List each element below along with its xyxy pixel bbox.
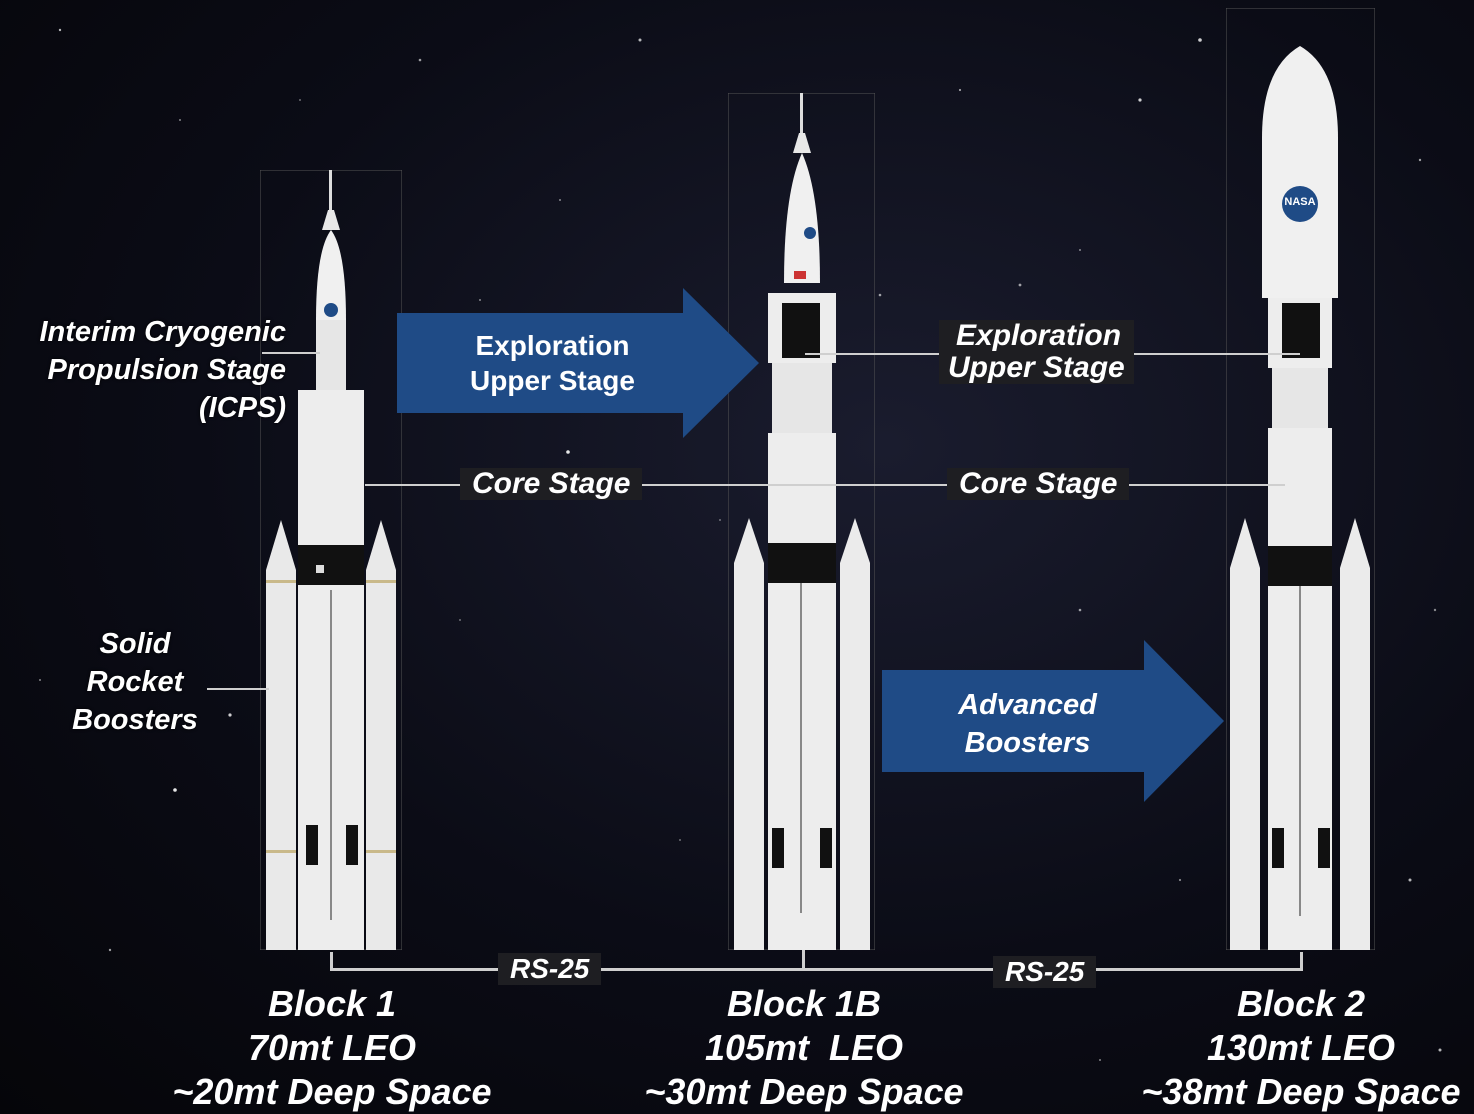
nasa-logo-text: NASA	[1284, 196, 1316, 208]
adv-arrow-line-1: Advanced	[958, 689, 1097, 721]
eus-arrow-line-1: Exploration	[475, 330, 630, 361]
block-1b-leo: 105mt LEO	[704, 1027, 904, 1068]
srb-leader-line	[207, 688, 269, 690]
adv-arrow-line-2: Boosters	[964, 727, 1091, 759]
rs25-label-left: RS-25	[498, 953, 602, 985]
rs25-bracket-horizontal	[332, 968, 1302, 971]
rs25-bracket-right	[1300, 952, 1303, 971]
icps-label: Interim Cryogenic Propulsion Stage (ICPS…	[10, 313, 286, 427]
core-stage-label-left: Core Stage	[460, 468, 643, 500]
block-1b-rocket	[728, 93, 875, 950]
srb-label-line-3: Boosters	[72, 704, 198, 736]
srb-label-line-1: Solid	[99, 628, 171, 660]
block-1-deep-space: ~20mt Deep Space	[172, 1071, 492, 1112]
block-1b-name: Block 1B	[726, 983, 882, 1024]
rs25-label-right: RS-25	[993, 956, 1097, 988]
block-1-rocket	[260, 170, 402, 950]
block-1-name: Block 1	[267, 983, 397, 1024]
eus-arrow-line-2: Upper Stage	[470, 365, 635, 396]
advanced-boosters-text: Advanced Boosters	[900, 686, 1155, 762]
exploration-upper-stage-arrow	[397, 288, 759, 438]
icps-label-line-3: (ICPS)	[199, 392, 286, 424]
icps-label-line-2: Propulsion Stage	[47, 354, 286, 386]
nasa-meatball-logo	[324, 303, 338, 317]
block-1-leo: 70mt LEO	[247, 1027, 417, 1068]
eus-arrow-text: Exploration Upper Stage	[420, 328, 685, 398]
advanced-boosters-arrow	[882, 640, 1224, 802]
block-1b-caption: Block 1B 105mt LEO ~30mt Deep Space	[624, 982, 984, 1114]
block-2-deep-space: ~38mt Deep Space	[1141, 1071, 1461, 1112]
block-2-leo: 130mt LEO	[1206, 1027, 1396, 1068]
core-stage-line	[365, 484, 1285, 486]
core-stage-label-right: Core Stage	[947, 468, 1130, 500]
block-2-name: Block 2	[1236, 983, 1366, 1024]
srb-label-line-2: Rocket	[86, 666, 184, 698]
rs25-bracket-left	[330, 952, 333, 971]
icps-label-line-1: Interim Cryogenic	[39, 316, 286, 348]
block-2-caption: Block 2 130mt LEO ~38mt Deep Space	[1128, 982, 1474, 1114]
block-2-rocket	[1226, 8, 1375, 950]
block-1b-deep-space: ~30mt Deep Space	[644, 1071, 964, 1112]
icps-leader-line	[262, 352, 320, 354]
block-1-caption: Block 1 70mt LEO ~20mt Deep Space	[152, 982, 512, 1114]
srb-label: Solid Rocket Boosters	[60, 625, 210, 739]
rs25-bracket-mid	[802, 950, 805, 971]
eus-right-line-1: Exploration	[956, 319, 1122, 352]
eus-label-right: Exploration Upper Stage	[939, 320, 1134, 384]
eus-right-line-2: Upper Stage	[948, 351, 1125, 384]
